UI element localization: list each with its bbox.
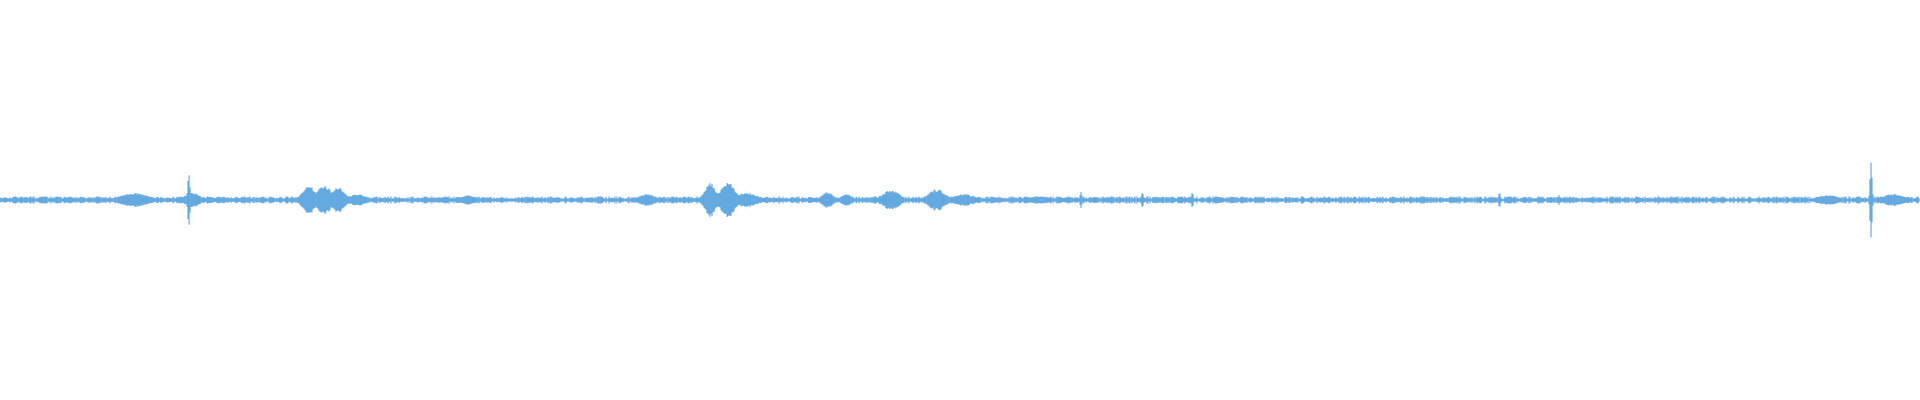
waveform-path [0, 162, 1920, 238]
waveform-bars [0, 162, 1920, 238]
